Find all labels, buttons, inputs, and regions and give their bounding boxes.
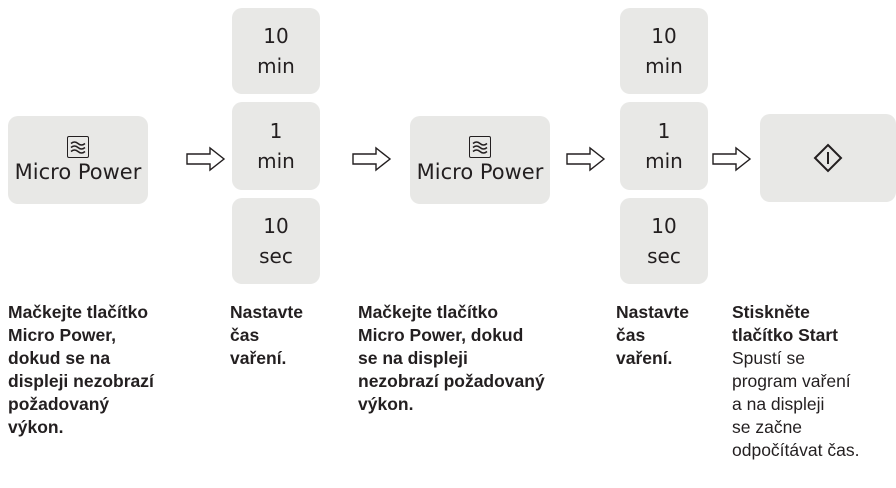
step3-line: nezobrazí požadovaný	[358, 371, 545, 391]
one-min-unit: min	[257, 149, 295, 173]
step4-line: Nastavte	[616, 302, 689, 322]
micro-power-button[interactable]: Micro Power	[8, 116, 148, 204]
ten-sec-unit: sec	[259, 244, 293, 268]
one-min-value: 1	[657, 119, 671, 143]
step3-description: Mačkejte tlačítko Micro Power, dokud se …	[358, 301, 545, 416]
right-arrow-icon	[566, 146, 606, 172]
micro-power-button[interactable]: Micro Power	[410, 116, 550, 204]
start-diamond-icon	[813, 143, 843, 173]
ten-min-value: 10	[263, 24, 289, 48]
ten-sec-button[interactable]: 10 sec	[232, 198, 320, 284]
step5-line: odpočítávat čas.	[732, 440, 860, 460]
step5-line: Spustí se	[732, 348, 805, 368]
step1-line: dokud se na	[8, 348, 111, 368]
step1-description: Mačkejte tlačítko Micro Power, dokud se …	[8, 301, 154, 439]
step2-line: Nastavte	[230, 302, 303, 322]
microwave-waves-icon	[469, 135, 491, 158]
ten-sec-unit: sec	[647, 244, 681, 268]
step4-line: čas	[616, 325, 646, 345]
one-min-button[interactable]: 1 min	[620, 102, 708, 190]
microwave-waves-icon	[67, 135, 89, 158]
step5-line: program vaření	[732, 371, 851, 391]
step5-line: se začne	[732, 417, 803, 437]
step3-line: Micro Power, dokud	[358, 325, 524, 345]
step2-description: Nastavte čas vaření.	[230, 301, 303, 370]
step5-title-line: Stiskněte	[732, 302, 810, 322]
step2-line: vaření.	[230, 348, 287, 368]
right-arrow-icon	[712, 146, 752, 172]
ten-min-unit: min	[645, 54, 683, 78]
step5-description: Stiskněte tlačítko Start Spustí se progr…	[732, 301, 859, 462]
micro-power-label: Micro Power	[416, 159, 544, 184]
step3-line: výkon.	[358, 394, 414, 414]
step1-line: Micro Power,	[8, 325, 116, 345]
step2-line: čas	[230, 325, 260, 345]
step1-line: Mačkejte tlačítko	[8, 302, 149, 322]
right-arrow-icon	[352, 146, 392, 172]
step3-line: Mačkejte tlačítko	[358, 302, 499, 322]
start-button[interactable]	[760, 114, 896, 202]
step5-line: a na displeji	[732, 394, 825, 414]
ten-min-value: 10	[651, 24, 677, 48]
step4-description: Nastavte čas vaření.	[616, 301, 689, 370]
step1-line: displeji nezobrazí	[8, 371, 154, 391]
ten-sec-value: 10	[263, 214, 289, 238]
ten-min-unit: min	[257, 54, 295, 78]
right-arrow-icon	[186, 146, 226, 172]
step3-line: se na displeji	[358, 348, 468, 368]
step1-line: výkon.	[8, 417, 64, 437]
step1-line: požadovaný	[8, 394, 110, 414]
ten-min-button[interactable]: 10 min	[620, 8, 708, 94]
ten-sec-value: 10	[651, 214, 677, 238]
step5-title-line: tlačítko Start	[732, 325, 838, 345]
micro-power-label: Micro Power	[14, 159, 142, 184]
ten-min-button[interactable]: 10 min	[232, 8, 320, 94]
ten-sec-button[interactable]: 10 sec	[620, 198, 708, 284]
one-min-button[interactable]: 1 min	[232, 102, 320, 190]
one-min-value: 1	[269, 119, 283, 143]
step4-line: vaření.	[616, 348, 673, 368]
one-min-unit: min	[645, 149, 683, 173]
